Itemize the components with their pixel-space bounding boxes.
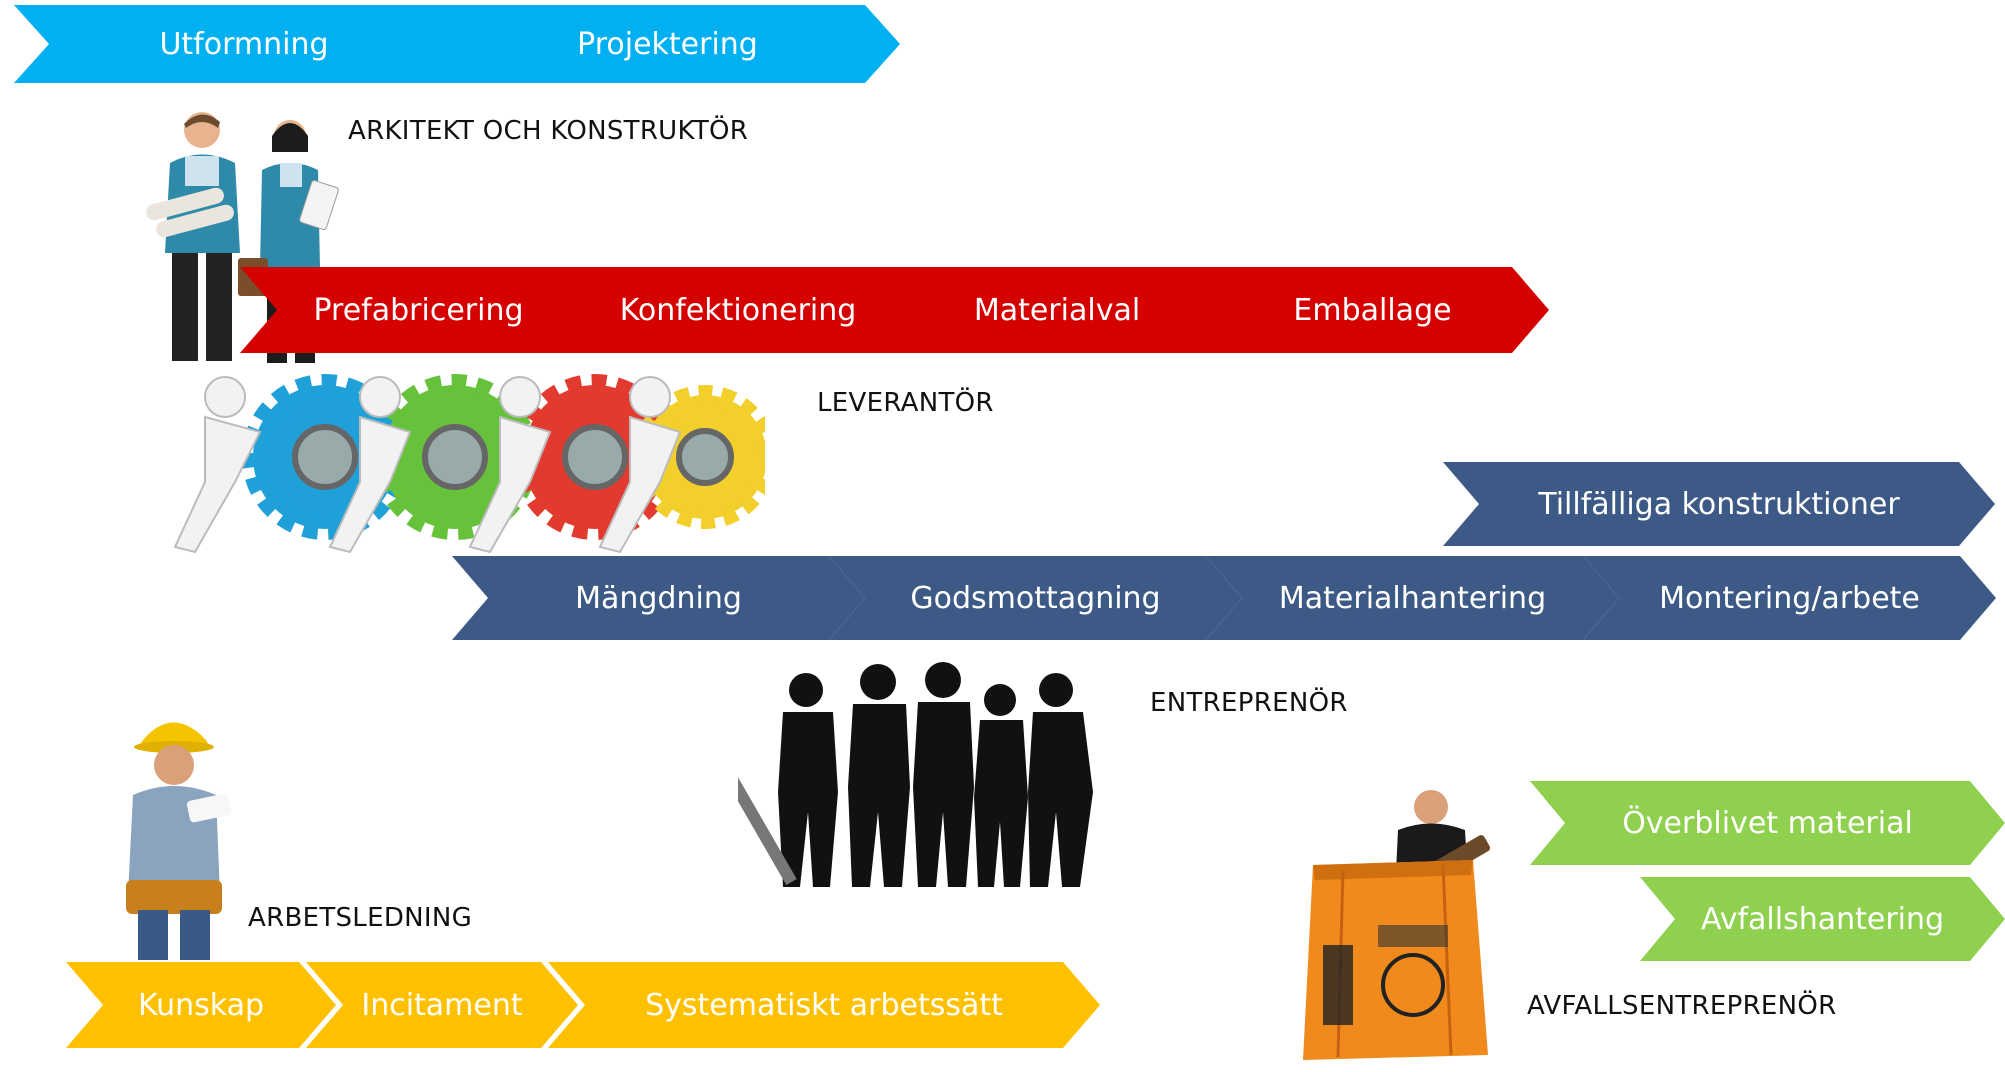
chevron-shape (1206, 556, 1619, 640)
chevron-shape (306, 962, 578, 1048)
stage-label: Konfektionering (619, 292, 857, 328)
chevron-shape (1530, 781, 2005, 865)
stage-label: Kunskap (137, 987, 265, 1023)
stage-mangdning: Mängdning (452, 556, 865, 640)
chevron-shape (435, 5, 900, 83)
gear-yellow (633, 385, 765, 529)
stage-label: Godsmottagning (910, 580, 1161, 616)
stage-incitament: Incitament (306, 962, 578, 1048)
chevron-shape (1443, 462, 1995, 546)
stage-materialval: Materialval (878, 267, 1236, 353)
stage-label: Avfallshantering (1700, 901, 1945, 937)
stage-label: Emballage (1293, 292, 1452, 328)
stage-label: Systematiskt arbetssätt (645, 987, 1003, 1023)
role-contractor-label: ENTREPRENÖR (1150, 688, 1348, 718)
stage-label: Incitament (361, 987, 523, 1023)
stage-kunskap: Kunskap (66, 962, 336, 1048)
architects-illustration (146, 112, 339, 363)
stage-label: Prefabricering (313, 292, 524, 328)
chevron-shape (878, 267, 1236, 353)
stage-label: Mängdning (575, 580, 742, 616)
stage-label: Projektering (577, 26, 758, 62)
stage-tillfalliga-konstruktioner: Tillfälliga konstruktioner (1443, 462, 1995, 546)
gears-figures-illustration (173, 374, 765, 554)
role-architect-label: ARKITEKT OCH KONSTRUKTÖR (348, 116, 749, 146)
chevron-shape (1640, 877, 2005, 961)
stage-konfektionering: Konfektionering (558, 267, 918, 353)
chevron-shape (558, 267, 918, 353)
role-supplier-label: LEVERANTÖR (817, 388, 994, 418)
stage-overblivet-material: Överblivet material (1530, 781, 2005, 865)
role-waste-contractor-label: AVFALLSENTREPRENÖR (1527, 991, 1837, 1021)
site-manager-illustration (126, 722, 232, 960)
stage-projektering: Projektering (435, 5, 900, 83)
chevron-shape (452, 556, 865, 640)
chevron-shape (1583, 556, 1996, 640)
stage-label: Montering/arbete (1659, 580, 1920, 616)
stage-label: Tillfälliga konstruktioner (1538, 486, 1900, 522)
stage-prefabricering: Prefabricering (240, 267, 597, 353)
stage-systematiskt-arbetssatt: Systematiskt arbetssätt (548, 962, 1100, 1048)
stage-avfallshantering: Avfallshantering (1640, 877, 2005, 961)
stage-label: Materialhantering (1278, 580, 1547, 616)
stage-utformning: Utformning (14, 5, 474, 83)
chevron-shape (1196, 267, 1549, 353)
chevron-shape (66, 962, 336, 1048)
role-management-label: ARBETSLEDNING (248, 903, 473, 933)
chevron-shape (548, 962, 1100, 1048)
stage-label: Utformning (159, 26, 329, 62)
stage-label: Materialval (973, 292, 1141, 328)
stage-label: Överblivet material (1622, 805, 1913, 841)
chevron-shape (829, 556, 1242, 640)
chevron-shape (14, 5, 474, 83)
stage-materialhantering: Materialhantering (1206, 556, 1619, 640)
stage-godsmottagning: Godsmottagning (829, 556, 1242, 640)
workers-silhouette-illustration (738, 662, 1093, 887)
waste-bag-worker-illustration (1303, 790, 1491, 1060)
stage-emballage: Emballage (1196, 267, 1549, 353)
stage-montering-arbete: Montering/arbete (1583, 556, 1996, 640)
chevron-shape (240, 267, 597, 353)
